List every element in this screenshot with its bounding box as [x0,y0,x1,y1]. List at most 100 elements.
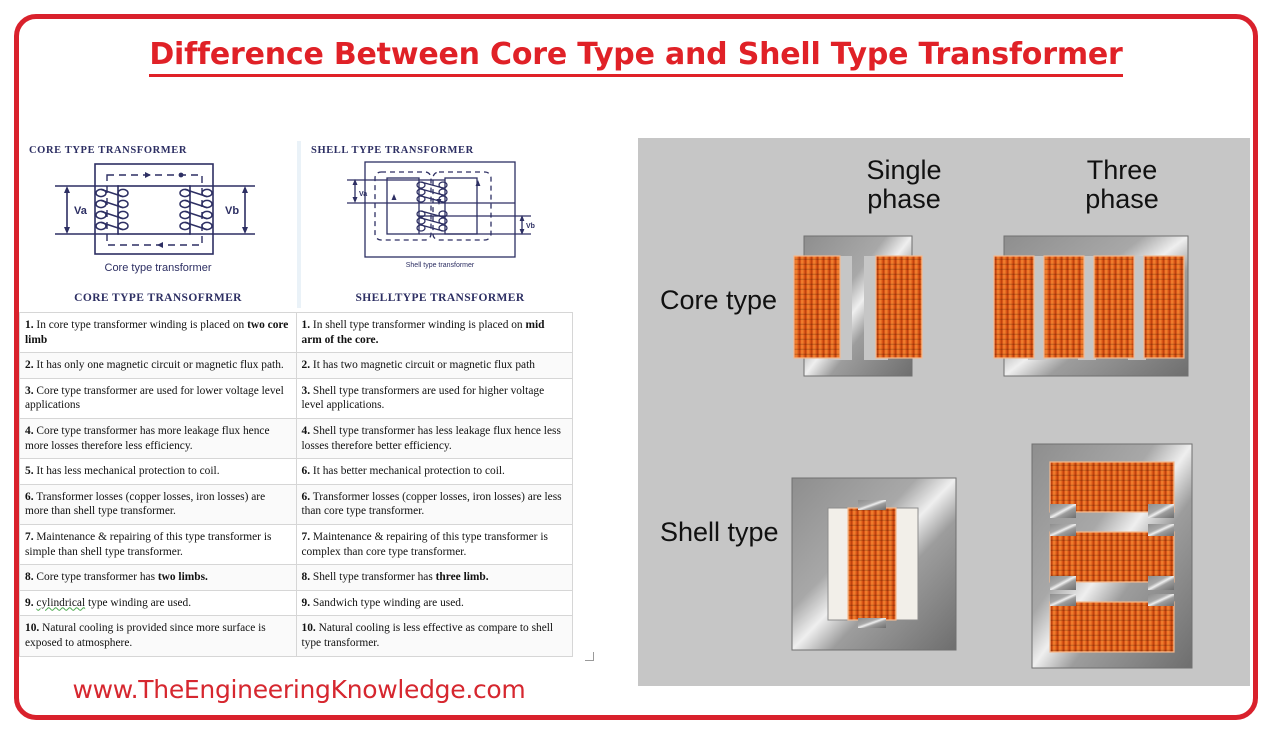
row-number: 6. [301,490,311,503]
row-number: 8. [25,571,34,584]
label-three-phase: Three phase [1085,155,1159,215]
table-row: 7. Maintenance & repairing of this type … [19,523,573,566]
column-header-core: CORE TYPE TRANSOFRMER [19,291,297,308]
row-number: 4. [301,424,311,437]
table-row: 8. Core type transformer has two limbs.8… [19,564,573,591]
row-text-emphasis: three limb. [435,571,489,584]
row-number: 9. [25,596,34,609]
table-cell-right: 7. Maintenance & repairing of this type … [295,523,573,566]
core-type-three-phase-illustration [993,235,1189,377]
row-text: Sandwich type winding are used. [312,596,464,609]
table-cell-left: 6. Transformer losses (copper losses, ir… [19,483,297,525]
table-row: 5. It has less mechanical protection to … [19,458,573,485]
footer-website-url[interactable]: www.TheEngineeringKnowledge.com [72,675,526,704]
column-header-shell: SHELLTYPE TRANSFORMER [301,291,579,308]
table-cell-left: 1. In core type transformer winding is p… [19,311,297,354]
table-cell-left: 4. Core type transformer has more leakag… [19,417,297,460]
table-cell-right: 10. Natural cooling is less effective as… [295,615,573,657]
row-number: 1. [301,319,311,331]
row-text: Transformer losses (copper losses, iron … [25,490,266,518]
column-headers-row: CORE TYPE TRANSOFRMER SHELLTYPE TRANSFOR… [19,291,579,308]
shell-type-diagram-header: SHELL TYPE TRANSFORMER [311,145,474,156]
label-core-type: Core type [660,285,778,315]
row-number: 2. [25,359,34,372]
row-number: 2. [301,359,311,372]
va-label-core: Va [74,205,88,217]
table-row: 2. It has only one magnetic circuit or m… [19,352,573,379]
row-text: cylindrical [36,596,86,609]
shell-type-three-phase-illustration [1031,443,1193,669]
row-number: 3. [301,384,311,397]
row-text: Natural cooling is less effective as com… [301,622,554,649]
page-title: Difference Between Core Type and Shell T… [149,38,1123,77]
row-number: 10. [301,622,316,635]
row-text: It has better mechanical protection to c… [312,465,505,478]
table-cell-left: 5. It has less mechanical protection to … [19,458,297,485]
table-cell-right: 6. It has better mechanical protection t… [295,458,573,485]
vb-label-core: Vb [225,205,239,217]
table-row: 4. Core type transformer has more leakag… [19,417,573,460]
row-text: Shell type transformer has [312,571,436,584]
row-text-emphasis: two core limb [25,319,289,346]
table-cell-right: 8. Shell type transformer has three limb… [295,564,573,591]
table-cell-right: 6. Transformer losses (copper losses, ir… [295,483,573,525]
row-text-tail: type winding are used. [85,596,192,609]
row-number: 5. [25,465,34,478]
table-corner-marker [585,652,594,661]
table-row: 9. cylindrical type winding are used.9. … [19,589,573,617]
row-text: Maintenance & repairing of this type tra… [301,530,548,558]
row-number: 4. [25,424,34,437]
table-cell-right: 9. Sandwich type winding are used. [295,589,573,617]
shell-type-diagram-cell: SHELL TYPE TRANSFORMER [301,141,579,291]
shell-type-inner-caption: Shell type transformer [405,262,475,269]
row-text: In shell type transformer winding is pla… [312,319,526,331]
core-type-diagram-header: CORE TYPE TRANSFORMER [29,145,188,156]
core-type-single-phase-illustration [793,235,923,377]
row-text-emphasis: mid arm of the core. [301,319,545,346]
table-row: 10. Natural cooling is provided since mo… [19,615,573,657]
shell-type-single-phase-illustration [791,477,957,651]
vb-label-shell: Vb [526,223,535,230]
row-text: In core type transformer winding is plac… [36,319,248,331]
table-cell-left: 3. Core type transformer are used for lo… [19,377,297,419]
table-cell-right: 1. In shell type transformer winding is … [295,311,573,354]
row-number: 8. [301,571,311,584]
row-text: It has only one magnetic circuit or magn… [36,359,284,372]
core-type-transformer-schematic: Va Vb [55,163,255,255]
table-row: 6. Transformer losses (copper losses, ir… [19,483,573,525]
table-cell-left: 7. Maintenance & repairing of this type … [19,523,297,566]
label-single-phase: Single phase [866,155,942,215]
table-cell-left: 9. cylindrical type winding are used. [19,589,297,617]
row-number: 7. [301,530,311,543]
row-text: It has less mechanical protection to coi… [36,465,220,478]
row-text: It has two magnetic circuit or magnetic … [312,359,535,372]
row-number: 7. [25,530,34,543]
row-number: 6. [25,490,34,503]
table-row: 3. Core type transformer are used for lo… [19,377,573,419]
row-text: Core type transformer has more leakage f… [25,424,270,452]
row-text: Core type transformer are used for lower… [25,384,284,412]
core-type-diagram-cell: CORE TYPE TRANSFORMER [19,141,297,291]
transformer-illustration-panel: Single phase Three phase Core type Shell… [638,138,1250,686]
shell-type-transformer-schematic: Va Vb [347,161,535,258]
core-type-inner-caption: Core type transformer [104,262,212,274]
label-shell-type: Shell type [660,517,779,547]
table-row: 1. In core type transformer winding is p… [19,311,573,354]
va-label-shell: Va [359,191,367,198]
diagram-row: CORE TYPE TRANSFORMER [19,141,579,291]
row-number: 1. [25,319,34,331]
row-text: Transformer losses (copper losses, iron … [301,490,562,518]
row-text: Maintenance & repairing of this type tra… [25,530,272,558]
table-cell-left: 8. Core type transformer has two limbs. [19,564,297,591]
row-text: Shell type transformer has less leakage … [301,424,561,452]
row-number: 3. [25,384,34,397]
row-number: 9. [301,596,311,609]
comparison-table: 1. In core type transformer winding is p… [19,311,573,657]
row-text: Core type transformer has [36,571,158,584]
table-cell-right: 2. It has two magnetic circuit or magnet… [295,352,573,379]
table-cell-left: 10. Natural cooling is provided since mo… [19,615,297,657]
row-number: 6. [301,465,311,478]
table-cell-right: 3. Shell type transformers are used for … [295,377,573,419]
table-cell-left: 2. It has only one magnetic circuit or m… [19,352,297,379]
